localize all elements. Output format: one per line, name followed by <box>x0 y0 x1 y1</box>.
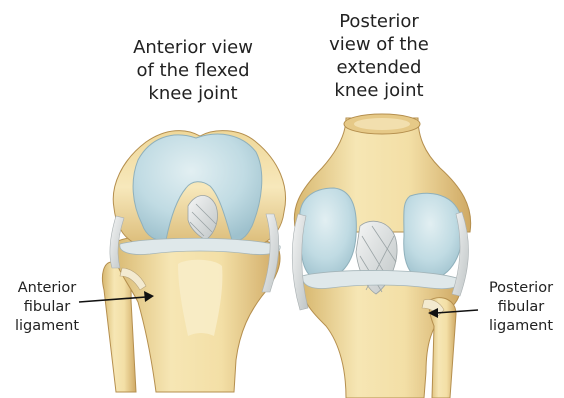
posterior-lateral-condyle <box>404 193 462 280</box>
label-line: Posterior <box>480 279 562 298</box>
title-line: knee joint <box>300 79 458 102</box>
title-line: Posterior <box>300 10 458 33</box>
label-line: ligament <box>4 317 90 336</box>
posterior-medial-condyle <box>300 188 357 280</box>
anterior-knee-drawing <box>102 131 285 392</box>
label-line: fibular <box>4 298 90 317</box>
label-line: Anterior <box>4 279 90 298</box>
anterior-view-title: Anterior view of the flexed knee joint <box>98 36 288 105</box>
posterior-fibular-ligament-label: Posterior fibular ligament <box>480 279 562 336</box>
title-line: Anterior view <box>98 36 288 59</box>
anterior-fibular-ligament-label: Anterior fibular ligament <box>4 279 90 336</box>
label-line: ligament <box>480 317 562 336</box>
title-line: knee joint <box>98 82 288 105</box>
label-line: fibular <box>480 298 562 317</box>
title-line: extended <box>300 56 458 79</box>
title-line: of the flexed <box>98 59 288 82</box>
title-line: view of the <box>300 33 458 56</box>
posterior-view-title: Posterior view of the extended knee join… <box>300 10 458 102</box>
posterior-knee-drawing <box>292 114 470 398</box>
